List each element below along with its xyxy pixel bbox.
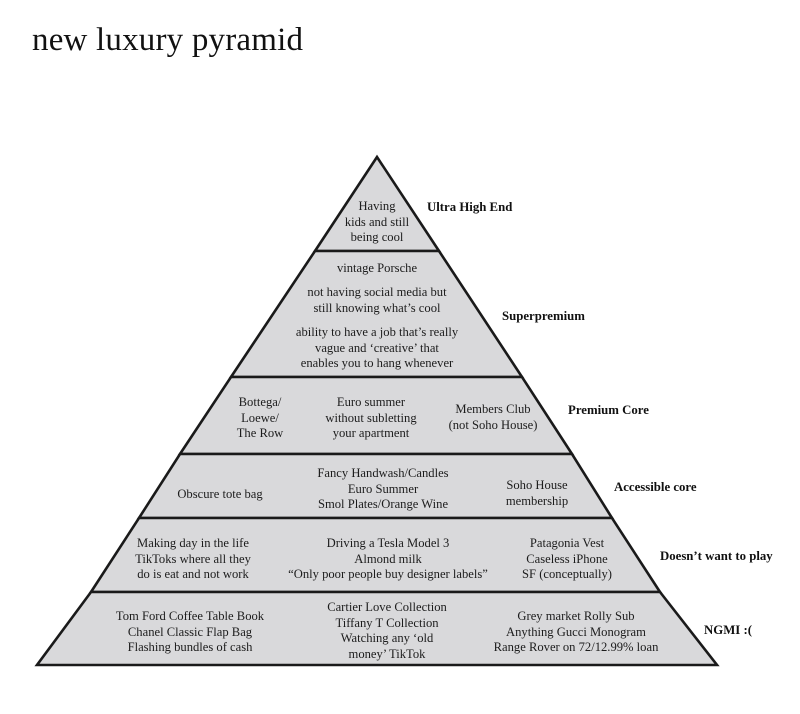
tier-4-item-1: Obscure tote bag [177, 487, 263, 501]
tier-2-item-1: vintage Porsche [336, 261, 418, 275]
tier-3-item-3: Members Club (not Soho House) [448, 402, 538, 432]
tier-3-label: Premium Core [568, 403, 649, 417]
tier-5-item-2: Driving a Tesla Model 3 Almond milk “Onl… [288, 536, 488, 581]
tier-1-item-1: Having kids and still being cool [344, 199, 410, 244]
tier-2-item-2: not having social media but still knowin… [307, 285, 447, 315]
tier-2-item-3: ability to have a job that’s really vagu… [295, 325, 459, 370]
tier-6-item-2: Cartier Love Collection Tiffany T Collec… [327, 600, 447, 661]
tier-6-item-1: Tom Ford Coffee Table Book Chanel Classi… [115, 609, 265, 654]
tier-4-item-2: Fancy Handwash/Candles Euro Summer Smol … [317, 466, 449, 511]
tier-5-item-3: Patagonia Vest Caseless iPhone SF (conce… [522, 536, 612, 581]
tier-1-label: Ultra High End [427, 200, 513, 214]
tier-3-item-1: Bottega/ Loewe/ The Row [236, 395, 284, 440]
tier-2-label: Superpremium [502, 309, 585, 323]
tier-4-label: Accessible core [614, 480, 697, 494]
tier-5-label: Doesn’t want to play [660, 549, 773, 563]
page-title: new luxury pyramid [32, 22, 304, 58]
tier-6-label: NGMI :( [704, 623, 752, 637]
tier-3-item-2: Euro summer without subletting your apar… [325, 395, 417, 440]
tier-6-item-3: Grey market Rolly Sub Anything Gucci Mon… [493, 609, 659, 654]
tier-4-item-3: Soho House membership [505, 478, 569, 508]
tier-6-shape [34, 590, 720, 667]
tier-5-item-1: Making day in the life TikToks where all… [135, 536, 251, 581]
